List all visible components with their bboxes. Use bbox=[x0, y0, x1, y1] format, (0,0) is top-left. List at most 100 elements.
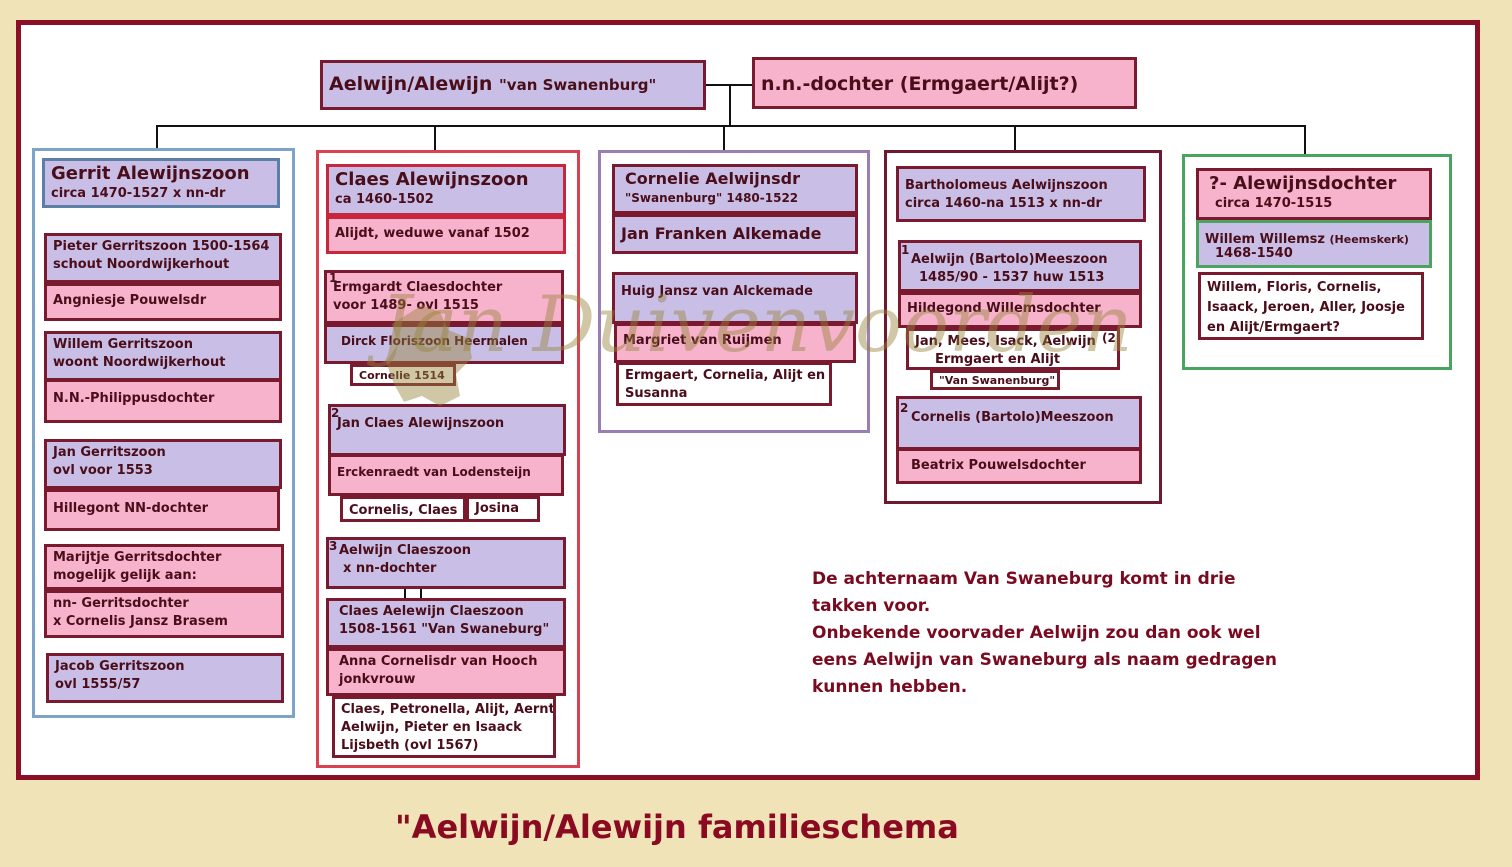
branch1-child2-spouse-name: N.N.-Philippusdochter bbox=[53, 391, 215, 406]
father-suffix: "van Swanenburg" bbox=[498, 76, 657, 94]
branch4-child1-children-line2: Ermgaert en Alijt bbox=[935, 352, 1061, 367]
branch2-grandchild-children-line2: Aelwijn, Pieter en Isaack bbox=[341, 720, 522, 735]
branch1-child1: Pieter Gerritszoon 1500-1564 schout Noor… bbox=[44, 233, 282, 283]
branch2-child2-child2-name: Josina bbox=[475, 501, 519, 516]
branch2-child1-child: Cornelie 1514 bbox=[350, 364, 456, 386]
diagram-caption: "Aelwijn/Alewijn familieschema bbox=[395, 808, 959, 846]
branch4-child2-spouse-name: Beatrix Pouwelsdochter bbox=[911, 458, 1086, 473]
branch2-child1-child-name: Cornelie 1514 bbox=[359, 369, 445, 382]
branch5-children-line3: en Alijt/Ermgaert? bbox=[1207, 320, 1340, 335]
branch2-child1: Ermgardt Claesdochter voor 1489- ovl 151… bbox=[324, 270, 564, 324]
branch5-spouse: Willem Willemsz (Heemskerk) 1468-1540 bbox=[1196, 220, 1432, 268]
branch1-child4-note: mogelijk gelijk aan: bbox=[53, 568, 197, 583]
branch4-child1-spouse: Hildegond Willemsdochter bbox=[898, 292, 1142, 328]
branch2-grandchild-children: Claes, Petronella, Alijt, Aernt Aelwijn,… bbox=[332, 696, 556, 758]
branch5-spouse-years: 1468-1540 bbox=[1215, 246, 1293, 261]
mother-box: n.n.-dochter (Ermgaert/Alijt?) bbox=[752, 57, 1137, 109]
drop-line-1 bbox=[156, 125, 158, 151]
branch4-head-name: Bartholomeus Aelwijnszoon bbox=[905, 178, 1108, 193]
branch2-child1-years: voor 1489- ovl 1515 bbox=[333, 298, 479, 313]
branch1-child4-name: Marijtje Gerritsdochter bbox=[53, 550, 222, 565]
branch4-child1-children-number: (2 bbox=[1102, 331, 1116, 345]
drop-line-2 bbox=[434, 125, 436, 151]
branch1-child3-name: Jan Gerritszoon bbox=[53, 445, 166, 460]
branch2-child1-number: 1 bbox=[329, 271, 338, 285]
branch4-child1-name: Aelwijn (Bartolo)Meeszoon bbox=[911, 252, 1108, 267]
branch1-child3-spouse: Hillegont NN-dochter bbox=[44, 489, 280, 531]
branch2-grandchild-spouse-title: jonkvrouw bbox=[339, 672, 416, 687]
branch2-child3-spouse: x nn-dochter bbox=[343, 561, 437, 576]
branch5-spouse-place: (Heemskerk) bbox=[1329, 233, 1409, 246]
branch2-head-spouse: Alijdt, weduwe vanaf 1502 bbox=[326, 216, 566, 254]
branch1-child3-note: ovl voor 1553 bbox=[53, 463, 153, 478]
branch1-child2: Willem Gerritszoon woont Noordwijkerhout bbox=[44, 331, 282, 381]
branch2-head-spouse-name: Alijdt, weduwe vanaf 1502 bbox=[335, 226, 530, 241]
branch4-child1: Aelwijn (Bartolo)Meeszoon 1485/90 - 1537… bbox=[898, 240, 1142, 292]
branch2-head: Claes Alewijnszoon ca 1460-1502 bbox=[326, 164, 566, 216]
branch4-child1-surname: "Van Swanenburg" bbox=[930, 370, 1060, 390]
branch2-grandchild-spouse-name: Anna Cornelisdr van Hooch bbox=[339, 654, 538, 669]
branch2-child2-spouse: Erckenraedt van Lodensteijn bbox=[328, 454, 564, 496]
grandchild-connector-2 bbox=[420, 589, 422, 599]
branch1-head: Gerrit Alewijnszoon circa 1470-1527 x nn… bbox=[42, 158, 280, 208]
drop-line-3 bbox=[723, 125, 725, 151]
branch1-child1-note: schout Noordwijkerhout bbox=[53, 257, 230, 272]
branch5-children: Willem, Floris, Cornelis, Isaack, Jeroen… bbox=[1198, 272, 1424, 340]
note-line3: Onbekende voorvader Aelwijn zou dan ook … bbox=[812, 623, 1261, 643]
branch2-child3-name: Aelwijn Claeszoon bbox=[339, 543, 472, 558]
branch4-child1-number: 1 bbox=[901, 243, 910, 257]
branch2-child2-child1: Cornelis, Claes bbox=[340, 496, 466, 522]
branch2-child2-number: 2 bbox=[331, 406, 340, 420]
branch2-child1-name: Ermgardt Claesdochter bbox=[333, 280, 503, 295]
branch2-child1-spouse: Dirck Floriszoon Heermalen bbox=[324, 324, 564, 364]
branch3-head-years: "Swanenburg" 1480-1522 bbox=[625, 191, 799, 205]
branch2-head-years: ca 1460-1502 bbox=[335, 192, 434, 207]
branch3-child1-children-line2: Susanna bbox=[625, 386, 688, 401]
branch2-child2: Jan Claes Alewijnszoon bbox=[328, 404, 566, 456]
branch2-grandchild: Claes Aelewijn Claeszoon 1508-1561 "Van … bbox=[326, 598, 566, 648]
branch2-grandchild-name: Claes Aelewijn Claeszoon bbox=[339, 604, 524, 619]
branch5-children-line1: Willem, Floris, Cornelis, bbox=[1207, 280, 1382, 295]
branch2-child2-child2: Josina bbox=[466, 496, 540, 522]
drop-line-4 bbox=[1014, 125, 1016, 151]
branch2-head-name: Claes Alewijnszoon bbox=[335, 169, 529, 190]
branch3-child1: Huig Jansz van Alckemade bbox=[612, 272, 858, 324]
branch3-child1-children: Ermgaert, Cornelia, Alijt en Susanna bbox=[616, 362, 832, 406]
branch5-head: ?- Alewijnsdochter circa 1470-1515 bbox=[1196, 168, 1432, 220]
mother-name: n.n.-dochter (Ermgaert/Alijt?) bbox=[761, 73, 1079, 95]
branch5-head-years: circa 1470-1515 bbox=[1215, 196, 1333, 211]
branch4-child1-spouse-name: Hildegond Willemsdochter bbox=[907, 301, 1101, 316]
branch1-child3-spouse-name: Hillegont NN-dochter bbox=[53, 501, 209, 516]
branch4-child2-name: Cornelis (Bartolo)Meeszoon bbox=[911, 410, 1114, 425]
branch2-grandchild-children-line3: Lijsbeth (ovl 1567) bbox=[341, 738, 479, 753]
branch4-child1-children-line1: Jan, Mees, Isack, Aelwijn bbox=[915, 334, 1096, 349]
branch1-child5-name: Jacob Gerritszoon bbox=[55, 659, 185, 674]
branch2-child2-name: Jan Claes Alewijnszoon bbox=[337, 416, 505, 431]
note-line1: De achternaam Van Swaneburg komt in drie bbox=[812, 569, 1236, 589]
branch1-child4-alt-spouse: x Cornelis Jansz Brasem bbox=[53, 614, 228, 629]
note-line5: kunnen hebben. bbox=[812, 677, 968, 697]
branch2-grandchild-children-line1: Claes, Petronella, Alijt, Aernt bbox=[341, 702, 555, 717]
branch1-child2-note: woont Noordwijkerhout bbox=[53, 355, 226, 370]
branch2-child3: Aelwijn Claeszoon x nn-dochter bbox=[326, 537, 566, 589]
branch1-child3: Jan Gerritszoon ovl voor 1553 bbox=[44, 439, 282, 489]
branch1-child1-spouse-name: Angniesje Pouwelsdr bbox=[53, 293, 207, 308]
branch1-child5: Jacob Gerritszoon ovl 1555/57 bbox=[46, 653, 284, 703]
branch1-child4: Marijtje Gerritsdochter mogelijk gelijk … bbox=[44, 544, 284, 590]
branch4-child1-surname-text: "Van Swanenburg" bbox=[939, 374, 1056, 387]
branch4-child1-children: Jan, Mees, Isack, Aelwijn Ermgaert en Al… bbox=[906, 328, 1120, 370]
branch1-child5-note: ovl 1555/57 bbox=[55, 677, 141, 692]
branch3-child1-spouse: Margriet van Ruijmen bbox=[614, 323, 856, 363]
note-line4: eens Aelwijn van Swaneburg als naam gedr… bbox=[812, 650, 1278, 670]
branch2-child2-child1-name: Cornelis, Claes bbox=[349, 503, 458, 518]
branch4-child2: Cornelis (Bartolo)Meeszoon bbox=[896, 396, 1142, 450]
note-line2: takken voor. bbox=[812, 596, 931, 616]
branch1-child2-spouse: N.N.-Philippusdochter bbox=[44, 379, 282, 423]
branch1-child4-alt: nn- Gerritsdochter x Cornelis Jansz Bras… bbox=[44, 590, 284, 638]
branch1-child2-name: Willem Gerritszoon bbox=[53, 337, 193, 352]
branch3-head-spouse-name: Jan Franken Alkemade bbox=[621, 224, 822, 243]
branch5-head-name: ?- Alewijnsdochter bbox=[1209, 173, 1397, 194]
father-name: Aelwijn/Alewijn bbox=[329, 73, 493, 95]
father-box: Aelwijn/Alewijn "van Swanenburg" bbox=[320, 60, 706, 110]
branch1-child1-name: Pieter Gerritszoon 1500-1564 bbox=[53, 239, 270, 254]
